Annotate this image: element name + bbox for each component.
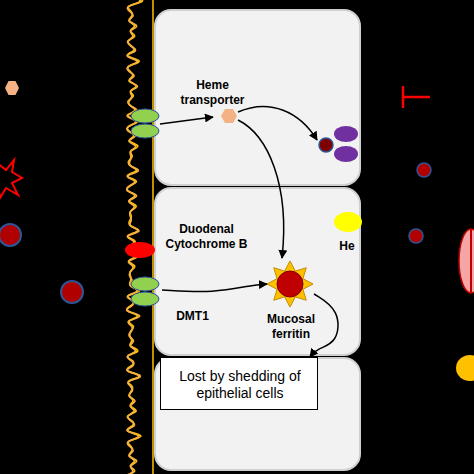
node-label: DMT1 bbox=[170, 309, 215, 324]
hephaestin-symbol bbox=[334, 212, 362, 232]
heme-molecule bbox=[5, 81, 19, 95]
cytochrome-node: Duodenal Cytochrome B bbox=[124, 222, 274, 262]
transporter-node: DMT1 bbox=[130, 276, 215, 324]
enterocyte-cell bbox=[155, 10, 360, 185]
iron-ion bbox=[61, 281, 83, 303]
microvilli-line bbox=[152, 0, 154, 474]
node-label: He bbox=[332, 239, 362, 254]
transporter-symbol bbox=[131, 124, 159, 138]
transferrin-symbol bbox=[459, 229, 474, 293]
transporter-symbol bbox=[131, 277, 159, 291]
hepcidin-symbol bbox=[456, 355, 474, 381]
node-label: Lost by shedding of epithelial cells bbox=[177, 368, 303, 402]
transport-arrow bbox=[238, 107, 317, 140]
iron-core bbox=[277, 271, 303, 297]
transporter-symbol bbox=[131, 109, 159, 123]
microvilli-line bbox=[126, 0, 140, 474]
brush-border bbox=[124, 0, 153, 474]
ferric-iron-star bbox=[0, 160, 22, 198]
transporter-symbol bbox=[131, 292, 159, 306]
iron-ion bbox=[409, 229, 423, 243]
microvilli-line bbox=[124, 0, 142, 474]
enterocyte-cell bbox=[155, 358, 360, 470]
process-box: Lost by shedding of epithelial cells bbox=[160, 357, 318, 410]
cytochrome-symbol bbox=[125, 242, 155, 258]
node-shape bbox=[130, 78, 260, 140]
transferrin-symbol bbox=[470, 229, 472, 293]
node-label: Duodenal Cytochrome B bbox=[149, 222, 264, 252]
node-label: Heme transporter bbox=[170, 78, 255, 108]
enterocyte-cell bbox=[155, 188, 360, 355]
transport-arrow bbox=[118, 245, 123, 247]
ferritin-node: Mucosal ferritin bbox=[258, 262, 324, 344]
node-shape bbox=[161, 358, 319, 411]
node-label: Mucosal ferritin bbox=[258, 312, 324, 342]
transport-arrow bbox=[160, 117, 213, 124]
hephaestin-node: He bbox=[330, 210, 365, 255]
inhibition-symbol bbox=[403, 86, 430, 108]
ferroportin-symbol bbox=[334, 146, 358, 162]
ferroportin-symbol bbox=[334, 126, 358, 142]
heme-molecule bbox=[221, 109, 237, 123]
ferritin-symbol bbox=[267, 261, 313, 307]
iron-ion bbox=[319, 138, 333, 152]
iron-ion bbox=[417, 163, 431, 177]
flow-arrow bbox=[162, 284, 267, 291]
transporter-node: Heme transporter bbox=[130, 78, 260, 140]
iron-ion bbox=[0, 224, 21, 246]
